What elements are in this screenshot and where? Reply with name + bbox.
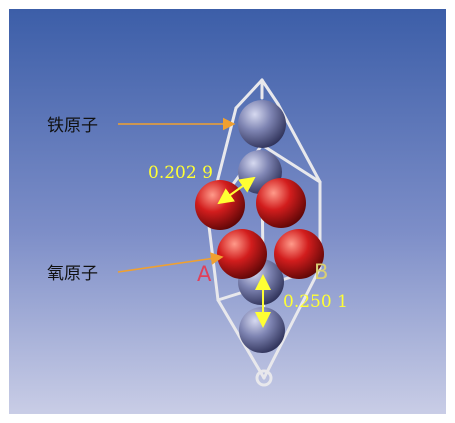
double-arrow-icon: [217, 176, 271, 328]
fe-fe-distance-label: 0.250 1: [283, 292, 348, 312]
atoms: [195, 100, 324, 353]
site-label-b: B: [314, 260, 328, 284]
iron-atom-4: [239, 307, 285, 353]
oxygen-atom-4: [274, 229, 324, 279]
iron-atom-label: 铁原子: [47, 116, 98, 136]
iron-atom-1: [238, 100, 286, 148]
fe-o-distance-label: 0.202 9: [148, 163, 213, 183]
oxygen-atom-2: [256, 178, 306, 228]
site-label-a: A: [197, 262, 212, 286]
oxygen-atom-label: 氧原子: [47, 264, 98, 284]
fe-o-distance-arrow: [217, 176, 256, 205]
arrow-right-icon: [117, 117, 236, 273]
oxygen-atom-3: [217, 229, 267, 279]
oxygen-atom-1: [195, 180, 245, 230]
oxygen-pointer-line: [117, 252, 224, 273]
